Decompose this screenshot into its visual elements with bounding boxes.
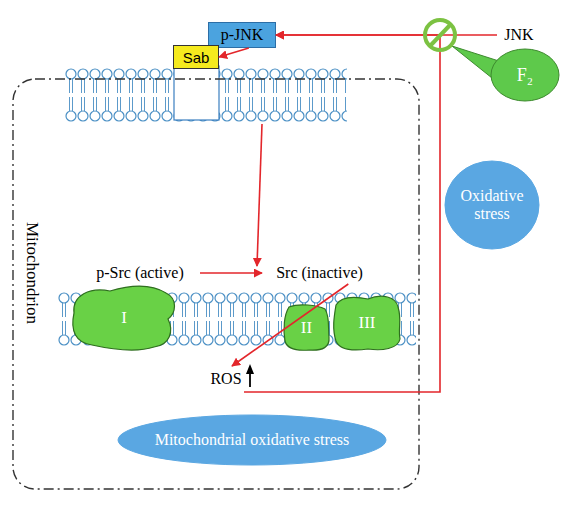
protein-state: Src (inactive) [262, 262, 377, 284]
node-label: JNK [504, 26, 533, 44]
text-holder: Sab [174, 46, 218, 68]
text-holder: p-JNK [209, 23, 275, 47]
dashed-border [13, 79, 419, 489]
complex-shape: III [332, 293, 402, 352]
signal-arrow [257, 124, 262, 266]
text-holder: Oxidative stress [444, 160, 540, 250]
node-label: Mitochondrion [23, 222, 42, 324]
protein-label-node: JNK [497, 24, 541, 46]
node-label: p-JNK [221, 26, 264, 44]
signal-arrow [219, 48, 249, 57]
node-label: III [359, 313, 376, 333]
signal-arrow [200, 272, 262, 274]
protein-state: p-Src (active) [80, 262, 200, 284]
node-label: F₂ [517, 65, 533, 86]
callout-bubble: F₂ [490, 48, 560, 102]
signal-arrow [232, 284, 348, 366]
mitochondrion-outline: Mitochondrion p-Src (active) Src (inactive… [12, 78, 420, 490]
signal-arrow [276, 34, 497, 36]
increase-arrow-head [246, 364, 254, 374]
node-label: p-Src (active) [96, 264, 184, 282]
text-holder: II [283, 303, 330, 352]
blob-shape [73, 286, 175, 350]
node-label: II [301, 318, 312, 338]
signal-arrow [244, 35, 440, 392]
blob-shape [284, 305, 329, 350]
ellipse-shape [118, 415, 386, 465]
complex-shape: II [283, 303, 330, 352]
node-label: Src (inactive) [276, 264, 363, 282]
molecule-label: ROS [208, 366, 244, 392]
text-holder: ROS [208, 366, 244, 392]
node-label: ROS [210, 370, 241, 388]
text-holder: Mitochondrion [18, 138, 42, 408]
node-label: Sab [183, 49, 210, 66]
text-holder: JNK [497, 24, 541, 46]
node-label: Mitochondrial oxidative stress [155, 431, 350, 449]
text-holder: Src (inactive) [262, 262, 377, 284]
increase-arrow [249, 372, 251, 387]
node-label: Oxidative stress [454, 187, 530, 223]
ellipse-shape [445, 161, 539, 249]
protein-box: Sab [173, 45, 219, 69]
state-ellipse: Mitochondrial oxidative stress [117, 414, 387, 466]
text-holder: F₂ [490, 48, 560, 102]
state-ellipse: Oxidative stress [444, 160, 540, 250]
complex-shape: I [70, 283, 178, 352]
text-holder: Mitochondrial oxidative stress [117, 414, 387, 466]
blob-shape [334, 296, 400, 350]
inhibition-symbol [425, 20, 455, 50]
text-holder: I [70, 283, 178, 352]
inhibition-slash [430, 24, 451, 46]
text-holder: p-Src (active) [80, 262, 200, 284]
text-holder: III [332, 293, 402, 352]
ellipse-shape [491, 49, 559, 101]
node-label: I [121, 308, 127, 328]
sab-channel [174, 66, 219, 120]
